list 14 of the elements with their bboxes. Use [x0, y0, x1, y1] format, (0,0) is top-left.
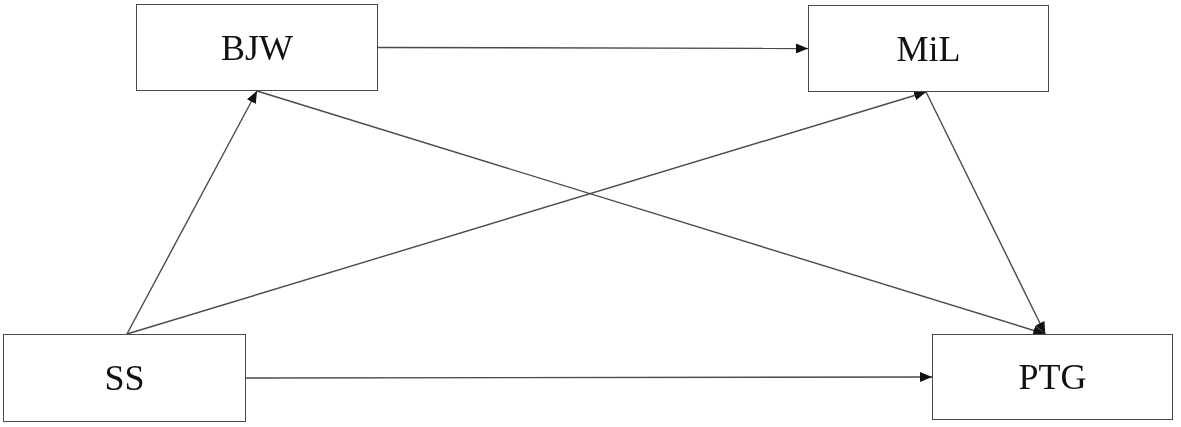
variable-box — [808, 5, 1049, 92]
arrow — [925, 91, 1046, 335]
variable-box — [932, 334, 1173, 420]
variable-box — [3, 334, 246, 422]
arrow — [126, 90, 258, 335]
variable-label: BJW — [221, 29, 293, 66]
arrow — [126, 90, 927, 335]
variable-label: MiL — [896, 30, 961, 67]
arrow — [377, 43, 809, 54]
arrow — [256, 90, 1046, 336]
variable-box — [136, 4, 378, 91]
variable-label: PTG — [1018, 359, 1087, 395]
arrow — [245, 372, 933, 382]
variable-label: SS — [104, 360, 145, 396]
